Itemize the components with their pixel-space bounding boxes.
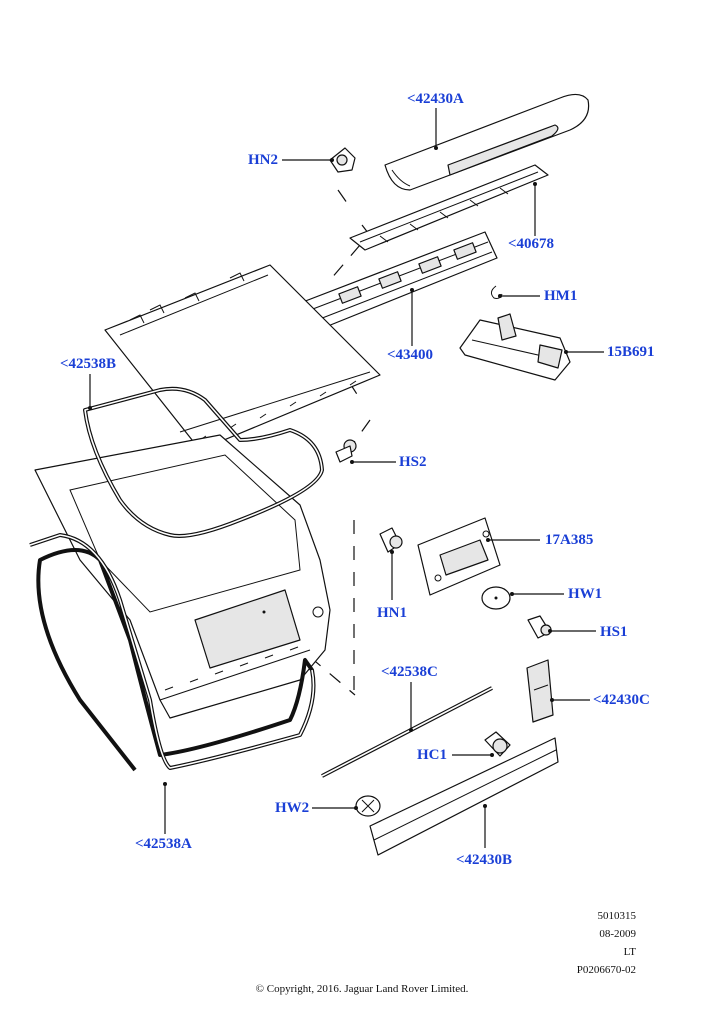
leader-lines [88,108,604,848]
callout-HS2[interactable]: HS2 [399,454,427,470]
copyright-notice: © Copyright, 2016. Jaguar Land Rover Lim… [255,983,469,995]
hw1-washer-part[interactable] [481,586,511,610]
callout-HN1[interactable]: HN1 [377,605,407,621]
hn1-nut-part[interactable] [379,527,403,553]
side-cover-part[interactable] [526,659,554,723]
hs1-screw-part[interactable] [527,615,552,639]
spoiler-part[interactable] [384,93,590,191]
meta-ref: P0206670-02 [576,964,636,976]
hs2-screw-part[interactable] [335,439,357,463]
upper-seal-part[interactable] [83,386,324,538]
upper-trim-panel-part[interactable] [294,231,498,331]
meta-date: 08-2009 [599,928,636,940]
callout-43400[interactable]: <43400 [387,347,434,363]
hc1-clip-part[interactable] [484,731,511,757]
callout-17A385[interactable]: 17A385 [545,532,594,548]
callout-HW1[interactable]: HW1 [568,586,603,602]
callout-42538B[interactable]: <42538B [60,356,117,372]
callout-42430C[interactable]: <42430C [593,692,650,708]
callout-HC1[interactable]: HC1 [417,747,447,763]
outer-seal-part[interactable] [29,533,316,772]
callout-42430A[interactable]: <42430A [407,91,464,107]
diagram-meta: 5010315 08-2009 LT P0206670-02 [516,911,636,983]
callout-40678[interactable]: <40678 [508,236,555,252]
hw2-washer-part[interactable] [355,795,381,817]
callout-HW2[interactable]: HW2 [275,800,310,816]
hn2-nut-part[interactable] [329,147,356,173]
callout-HN2[interactable]: HN2 [248,152,278,168]
bracket-strip-part[interactable] [349,164,549,251]
tailgate-part[interactable] [34,434,331,719]
plate-bracket-part[interactable] [417,517,501,596]
callout-42538C[interactable]: <42538C [381,664,438,680]
lower-trim-bar-part[interactable] [369,737,559,856]
callout-HM1[interactable]: HM1 [544,288,578,304]
callout-HS1[interactable]: HS1 [600,624,628,640]
meta-region: LT [623,946,636,958]
callout-15B691[interactable]: 15B691 [607,344,655,360]
seal-strip-part[interactable] [321,686,493,778]
light-unit-part[interactable] [459,313,571,381]
callout-42538A[interactable]: <42538A [135,836,192,852]
meta-code: 5010315 [597,910,637,922]
callout-42430B[interactable]: <42430B [456,852,513,868]
